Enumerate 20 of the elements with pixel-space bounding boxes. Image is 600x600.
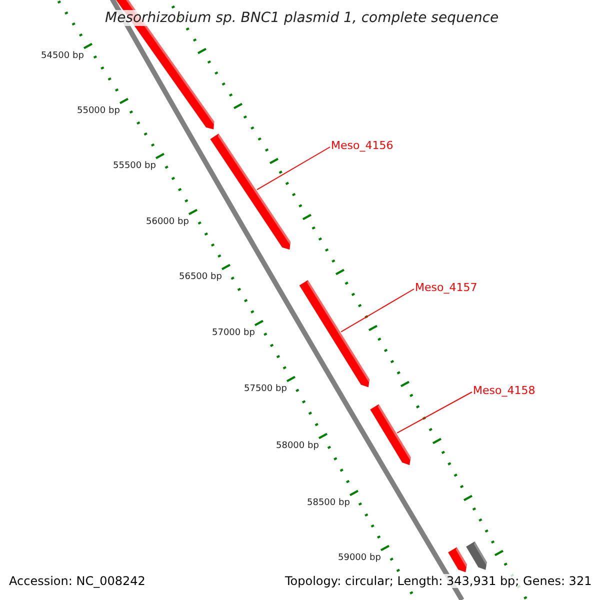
- gene-block: [448, 547, 467, 572]
- gene-block: [466, 542, 487, 570]
- position-label: 58000 bp: [276, 441, 319, 451]
- gene-label: Meso_4156: [331, 139, 394, 152]
- gene-block: [210, 134, 290, 250]
- leader-line: [340, 288, 414, 332]
- leader-line: [396, 392, 472, 434]
- position-label: 59000 bp: [338, 553, 381, 563]
- position-label: 55500 bp: [113, 161, 156, 171]
- gene-block: [370, 404, 411, 466]
- sequence-info: Topology: circular; Length: 343,931 bp; Genes: 321: [285, 574, 592, 588]
- position-label: 56500 bp: [179, 272, 222, 282]
- gene-label: Meso_4157: [415, 281, 478, 294]
- position-label: 55000 bp: [77, 106, 120, 116]
- accession-label: Accession: NC_008242: [9, 574, 146, 588]
- position-label: 57000 bp: [212, 328, 255, 338]
- gene-label: Meso_4158: [473, 384, 536, 397]
- leader-line: [256, 146, 330, 190]
- position-label: 58500 bp: [307, 498, 350, 508]
- gene-block: [299, 280, 370, 388]
